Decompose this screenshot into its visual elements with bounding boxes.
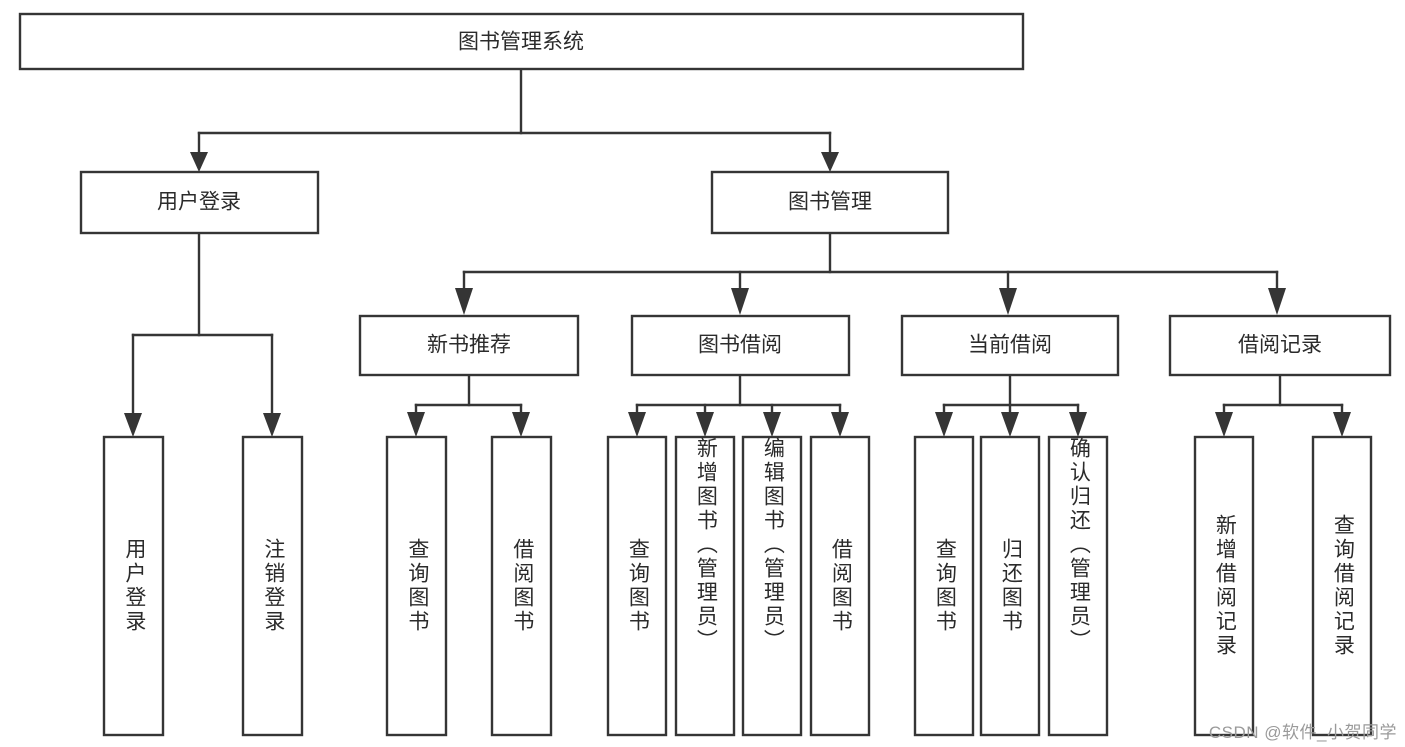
- arrow-head-cb-leaf-1: [935, 412, 953, 437]
- arrow-head-cb-leaf-3: [1069, 412, 1087, 437]
- node-book-manage-box[interactable]: [710, 170, 950, 235]
- arrow-head-bb-leaf-2: [696, 412, 714, 437]
- leaf-box-logout[interactable]: [241, 435, 304, 737]
- node-book-borrow-box[interactable]: [630, 314, 851, 377]
- leaf-box-bb-borrow-book[interactable]: [809, 435, 871, 737]
- arrow-head-borrow-record: [1268, 288, 1286, 315]
- leaf-box-bb-query-book[interactable]: [606, 435, 668, 737]
- connector-layer: [124, 67, 1351, 437]
- node-layer: 图书管理系统 用户登录 图书管理 新书推荐 图书借阅 当前借阅 借阅记录: [18, 12, 1392, 737]
- arrow-head-cb-leaf-2: [1001, 412, 1019, 437]
- arrow-head-leaf-logout: [263, 413, 281, 437]
- arrow-head-bb-leaf-3: [763, 412, 781, 437]
- node-book-borrow-label: 图书借阅: [698, 334, 782, 357]
- leaf-box-cb-query-book[interactable]: [913, 435, 975, 737]
- leaf-box-bb-edit-book[interactable]: [741, 435, 803, 737]
- arrow-head-nb-leaf-1: [407, 412, 425, 437]
- arrow-head-nb-leaf-2: [512, 412, 530, 437]
- leaf-box-nb-query-book[interactable]: [385, 435, 448, 737]
- node-root-label: 图书管理系统: [458, 31, 584, 54]
- node-current-borrow-label: 当前借阅: [968, 334, 1052, 357]
- arrow-head-bb-leaf-1: [628, 412, 646, 437]
- leaf-box-nb-borrow-book[interactable]: [490, 435, 553, 737]
- arrow-head-br-leaf-2: [1333, 412, 1351, 437]
- arrow-head-leaf-user-login: [124, 413, 142, 437]
- node-borrow-record-box[interactable]: [1168, 314, 1392, 377]
- arrow-head-new-book: [455, 288, 473, 315]
- arrow-head-book-borrow: [731, 288, 749, 315]
- node-book-manage-label: 图书管理: [788, 191, 872, 214]
- csdn-watermark: CSDN @软件_小贺同学: [1208, 723, 1397, 742]
- arrow-head-current-borrow: [999, 288, 1017, 315]
- arrow-head-bb-leaf-4: [831, 412, 849, 437]
- leaf-box-br-query-record[interactable]: [1311, 435, 1373, 737]
- node-user-login-label: 用户登录: [157, 191, 241, 214]
- arrow-head-book-manage: [821, 152, 839, 172]
- node-root-box[interactable]: [18, 12, 1025, 71]
- leaf-box-bb-add-book[interactable]: [674, 435, 736, 737]
- arrow-head-br-leaf-1: [1215, 412, 1233, 437]
- node-new-book-recommend-box[interactable]: [358, 314, 580, 377]
- node-current-borrow-box[interactable]: [900, 314, 1120, 377]
- leaf-box-cb-confirm-return[interactable]: [1047, 435, 1109, 737]
- arrow-head-user-login: [190, 152, 208, 172]
- node-new-book-recommend-label: 新书推荐: [427, 334, 511, 357]
- node-user-login-box[interactable]: [79, 170, 320, 235]
- node-borrow-record-label: 借阅记录: [1238, 334, 1322, 357]
- leaf-box-br-add-record[interactable]: [1193, 435, 1255, 737]
- leaf-box-cb-return-book[interactable]: [979, 435, 1041, 737]
- leaf-box-user-login[interactable]: [102, 435, 165, 737]
